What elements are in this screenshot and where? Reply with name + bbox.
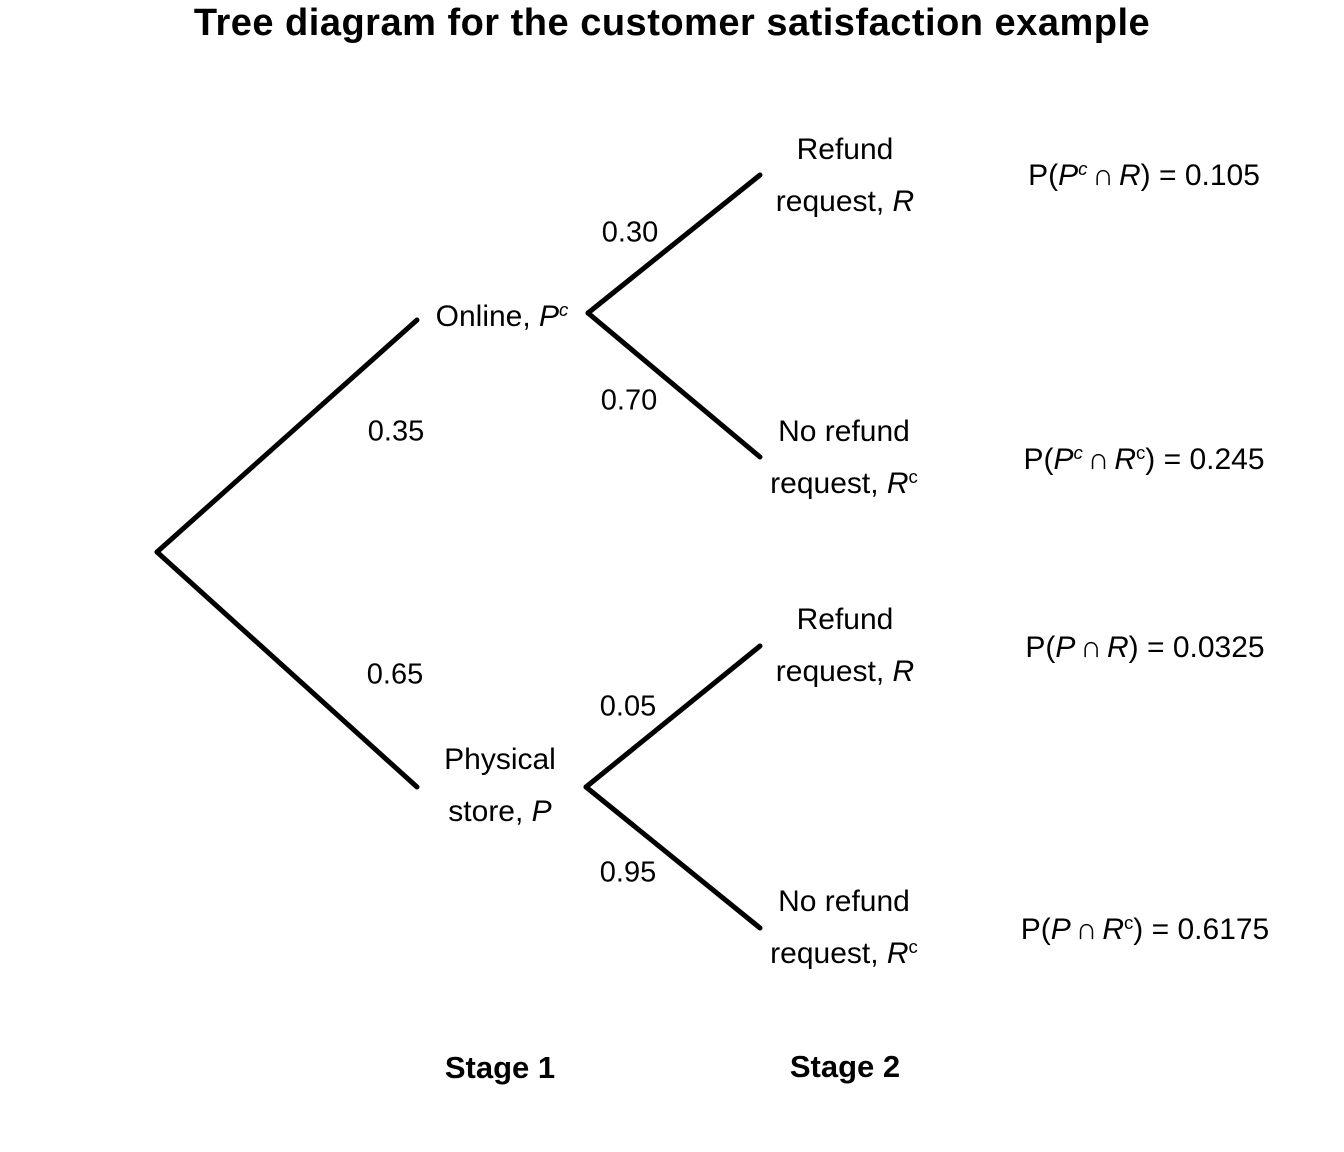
event1: P xyxy=(1055,631,1076,664)
intersection-symbol: ∩ xyxy=(1075,913,1098,946)
close-equals: ) = xyxy=(1145,443,1190,476)
node-no-refund-text: request, xyxy=(770,937,887,970)
event-symbol-r: R xyxy=(892,185,915,218)
node-physical-no-refund: No refund request, Rc xyxy=(770,876,918,980)
probability-physical-no-refund: 0.95 xyxy=(599,856,657,889)
prob-func: P( xyxy=(1020,913,1051,946)
node-physical-line2: store, P xyxy=(444,786,556,838)
probability-physical: 0.65 xyxy=(366,658,424,691)
prob-func: P( xyxy=(1028,159,1059,192)
event-symbol-r: R xyxy=(886,467,909,500)
intersection-symbol: ∩ xyxy=(1080,631,1102,664)
event-symbol-p: P xyxy=(539,300,560,333)
node-physical-text: store, xyxy=(448,795,532,828)
stage2-label: Stage 2 xyxy=(789,1049,901,1084)
event-superscript-c: c xyxy=(559,298,569,320)
node-physical-refund: Refund request, R xyxy=(776,594,914,698)
node-refund-line2: request, R xyxy=(776,176,914,228)
probability-online-refund: 0.30 xyxy=(601,216,659,249)
node-no-refund-line2: request, Rc xyxy=(770,458,918,510)
node-physical-store: Physical store, P xyxy=(444,734,556,838)
probability-online: 0.35 xyxy=(367,415,425,448)
node-no-refund-text: request, xyxy=(770,467,887,500)
outcome-value: 0.245 xyxy=(1189,443,1265,476)
branch-line-online-no-refund xyxy=(585,310,763,460)
intersection-symbol: ∩ xyxy=(1087,443,1110,476)
outcome-physical-no-refund: P(P∩Rc) = 0.6175 xyxy=(1021,913,1270,947)
prob-func: P( xyxy=(1025,631,1056,664)
event1: P xyxy=(1053,443,1074,476)
event2-superscript: c xyxy=(1124,911,1134,933)
event1-superscript: c xyxy=(1073,441,1083,463)
branch-line-physical-no-refund xyxy=(583,784,763,931)
node-online-refund: Refund request, R xyxy=(776,124,914,228)
probability-physical-refund: 0.05 xyxy=(599,690,657,723)
close-equals: ) = xyxy=(1140,159,1185,192)
node-physical-line1: Physical xyxy=(444,743,556,776)
event1-superscript: c xyxy=(1078,157,1088,179)
node-no-refund-line1: No refund xyxy=(778,415,910,448)
outcome-physical-refund: P(P∩R) = 0.0325 xyxy=(1025,631,1264,665)
close-equals: ) = xyxy=(1133,913,1178,946)
node-no-refund-line2: request, Rc xyxy=(770,928,918,980)
close-equals: ) = xyxy=(1128,631,1173,664)
prob-func: P( xyxy=(1023,443,1054,476)
event-symbol-r: R xyxy=(886,937,909,970)
stage1-label: Stage 1 xyxy=(444,1050,556,1085)
event-superscript-c: c xyxy=(908,935,918,957)
event-symbol-p: P xyxy=(531,795,552,828)
branch-line-root-online xyxy=(154,317,420,555)
outcome-online-no-refund: P(Pc∩Rc) = 0.245 xyxy=(1023,443,1264,477)
event-superscript-c: c xyxy=(908,465,918,487)
intersection-symbol: ∩ xyxy=(1092,159,1114,192)
node-refund-line1: Refund xyxy=(796,603,894,636)
node-online-text: Online, xyxy=(435,300,540,333)
node-refund-line2: request, R xyxy=(776,646,914,698)
node-refund-text: request, xyxy=(775,655,893,688)
outcome-online-refund: P(Pc∩R) = 0.105 xyxy=(1028,159,1260,193)
event2: R xyxy=(1118,159,1141,192)
event2: R xyxy=(1114,443,1136,476)
outcome-value: 0.105 xyxy=(1184,159,1260,192)
outcome-value: 0.0325 xyxy=(1172,631,1265,664)
event1: P xyxy=(1058,159,1079,192)
event2: R xyxy=(1102,913,1124,946)
probability-online-no-refund: 0.70 xyxy=(600,384,658,417)
branch-line-online-refund xyxy=(585,172,763,316)
node-refund-text: request, xyxy=(775,185,893,218)
event1: P xyxy=(1050,913,1071,946)
node-online: Online, Pc xyxy=(436,291,569,343)
branch-line-physical-refund xyxy=(583,643,763,790)
branch-line-root-physical xyxy=(154,549,420,790)
event2: R xyxy=(1106,631,1129,664)
event-symbol-r: R xyxy=(892,655,915,688)
node-online-no-refund: No refund request, Rc xyxy=(770,406,918,510)
event2-superscript: c xyxy=(1135,441,1146,463)
outcome-value: 0.6175 xyxy=(1177,913,1270,946)
node-refund-line1: Refund xyxy=(796,133,894,166)
node-no-refund-line1: No refund xyxy=(778,885,910,918)
diagram-title: Tree diagram for the customer satisfacti… xyxy=(193,2,1151,44)
